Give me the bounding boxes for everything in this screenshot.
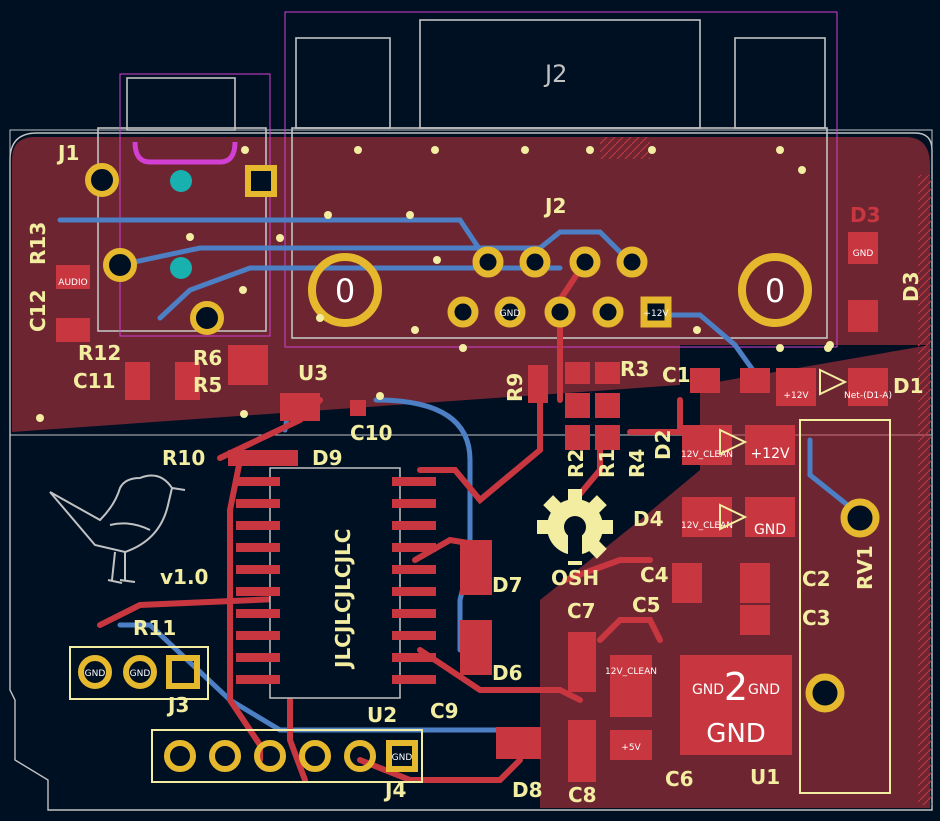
ref-j1: J1	[56, 141, 79, 165]
bird-logo	[49, 474, 186, 584]
ref-c10: C10	[350, 421, 393, 445]
svg-text:GND: GND	[500, 309, 521, 319]
svg-text:+12V: +12V	[750, 446, 790, 462]
ref-c5: C5	[632, 593, 661, 617]
svg-text:AUDIO: AUDIO	[58, 278, 87, 288]
svg-text:12V_CLEAN: 12V_CLEAN	[681, 521, 733, 531]
ref-c6: C6	[665, 767, 694, 791]
svg-text:2: 2	[724, 665, 748, 709]
svg-text:GND: GND	[692, 682, 724, 698]
ref-r11: R11	[133, 616, 176, 640]
svg-text:0: 0	[765, 272, 785, 310]
reference-designators: J1 J2 J2 R13 C12 R12 C11 R6 R5 U3 C10 R1…	[26, 60, 924, 807]
ref-d3-top: D3	[850, 203, 881, 227]
svg-text:GND: GND	[748, 682, 780, 698]
ref-c4: C4	[640, 563, 669, 587]
svg-text:+12V: +12V	[643, 309, 669, 319]
ref-j2-fab: J2	[543, 60, 567, 88]
hatch-zone-right	[918, 175, 932, 805]
d2-triangle-icon	[719, 428, 748, 456]
ref-j2: J2	[543, 194, 566, 218]
d1-triangle-icon	[819, 368, 848, 396]
svg-text:GND: GND	[706, 719, 766, 749]
svg-text:GND: GND	[85, 669, 106, 679]
ref-r10: R10	[162, 446, 205, 470]
svg-text:+12V: +12V	[783, 391, 809, 401]
ref-c9: C9	[430, 699, 459, 723]
osh-gear-logo	[537, 489, 613, 565]
svg-text:GND: GND	[853, 249, 874, 259]
ref-d7: D7	[492, 573, 523, 597]
d4-triangle-icon	[719, 503, 748, 531]
ref-d2: D2	[651, 429, 675, 460]
j1-outline	[97, 73, 271, 337]
ref-c1: C1	[662, 363, 691, 387]
j3-header: GND GND	[69, 646, 209, 700]
ref-d6: D6	[492, 661, 523, 685]
j2-mounting-holes: 0 0	[308, 253, 812, 327]
rv1-pot	[799, 419, 891, 794]
j2-pads	[447, 246, 672, 328]
j1-pads	[85, 163, 277, 335]
smd-parts: 2 GND GND GND 12V_CLEAN +5V 12V_CLEAN +1…	[56, 232, 892, 782]
ref-d1: D1	[893, 374, 924, 398]
ref-d3: D3	[899, 271, 923, 302]
u2-chip	[236, 467, 436, 699]
ref-c2: C2	[802, 567, 831, 591]
svg-text:0: 0	[335, 272, 355, 310]
ref-r3: R3	[620, 357, 649, 381]
ref-r6: R6	[193, 346, 222, 370]
u2-silk-marker: JLCJLCJLCJLC	[331, 529, 355, 670]
svg-text:+5V: +5V	[621, 743, 641, 753]
ref-u2: U2	[367, 703, 397, 727]
j4-header: GND	[151, 729, 423, 783]
hatch-zone-top	[600, 137, 650, 159]
ref-r12: R12	[78, 341, 121, 365]
svg-text:12V_CLEAN: 12V_CLEAN	[681, 450, 733, 460]
ref-u1: U1	[750, 765, 780, 789]
ref-c3: C3	[802, 606, 831, 630]
ref-d4: D4	[633, 507, 664, 531]
ref-r1: R1	[595, 449, 619, 478]
ref-c11: C11	[73, 369, 116, 393]
vias	[36, 146, 834, 422]
ref-d9: D9	[312, 446, 343, 470]
ref-r5: R5	[193, 373, 222, 397]
ref-u3: U3	[298, 361, 328, 385]
ref-r13: R13	[26, 222, 50, 265]
ref-d8: D8	[512, 778, 543, 802]
ref-rv1: RV1	[853, 545, 877, 590]
ref-j3: J3	[166, 693, 189, 717]
ref-j4: J4	[383, 778, 406, 802]
ref-r2: R2	[564, 449, 588, 478]
svg-text:GND: GND	[754, 522, 786, 538]
svg-text:GND: GND	[392, 753, 413, 763]
svg-text:GND: GND	[130, 669, 151, 679]
ref-r9: R9	[503, 373, 527, 402]
ref-c12: C12	[26, 289, 50, 332]
version-label: v1.0	[160, 565, 208, 589]
ref-osh: OSH	[551, 566, 599, 590]
ref-c7: C7	[567, 599, 596, 623]
ref-r4: R4	[625, 449, 649, 478]
ref-c8: C8	[568, 783, 597, 807]
svg-text:Net-(D1-A): Net-(D1-A)	[844, 391, 892, 401]
svg-text:12V_CLEAN: 12V_CLEAN	[605, 667, 657, 677]
